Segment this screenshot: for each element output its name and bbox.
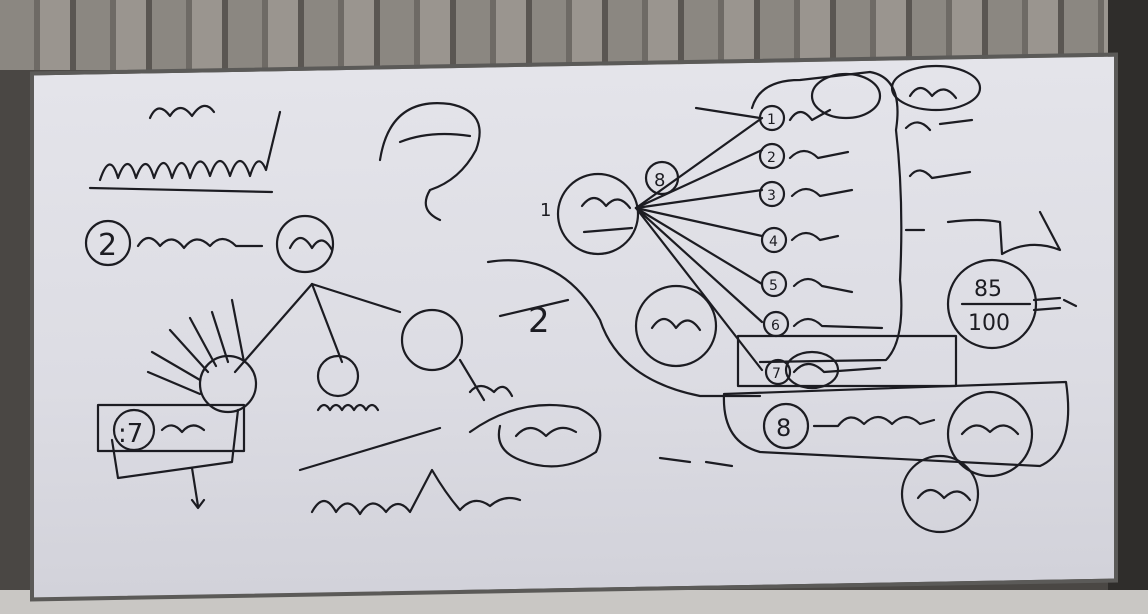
num-2b: 2: [528, 301, 550, 341]
node-top: [275, 214, 335, 274]
svg-text:2: 2: [767, 150, 776, 166]
svg-text:6: 6: [771, 318, 780, 334]
num-8b: 8: [776, 414, 791, 442]
node-mid: [316, 354, 360, 398]
fraction-bottom: 100: [968, 311, 1010, 336]
coil: [316, 403, 380, 412]
fraction-circle: [946, 258, 1038, 350]
circle-2: [84, 219, 132, 267]
top-small-word: [148, 104, 216, 120]
node-right: [400, 308, 464, 372]
num-8a: 8: [654, 170, 665, 191]
svg-text:7: 7: [772, 366, 781, 382]
box-7: [96, 403, 246, 453]
svg-text:1: 1: [767, 112, 776, 128]
svg-text:5: 5: [769, 278, 778, 294]
num-1: 1: [540, 200, 551, 221]
fraction-top: 85: [974, 277, 1002, 302]
svg-text:3: 3: [767, 188, 776, 204]
egg-shape: [378, 102, 481, 222]
node-left: [198, 354, 258, 414]
hub-node: [556, 172, 640, 256]
bottom-word: [310, 468, 522, 516]
zigzag-underline: [88, 186, 274, 194]
num-7b: :7: [118, 419, 143, 449]
list-enclosure: [750, 70, 903, 364]
num-2: 2: [98, 228, 117, 263]
word-left: [136, 236, 264, 250]
svg-text:4: 4: [769, 234, 778, 250]
zigzag-scribble: [98, 110, 282, 182]
